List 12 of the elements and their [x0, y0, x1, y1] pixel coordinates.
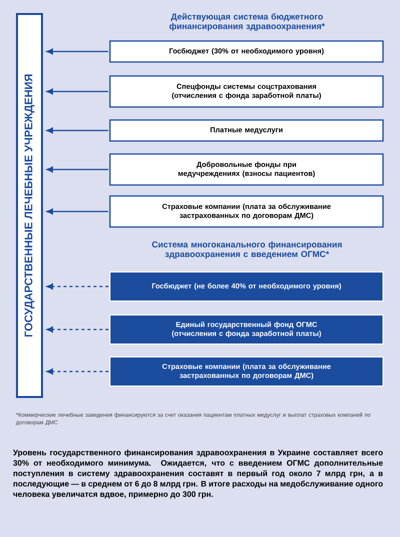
- vertical-label-box: ГОСУДАРСТВЕННЫЕ ЛЕЧЕБНЫЕ УЧРЕЖДЕНИЯ: [16, 13, 43, 398]
- paragraph: Уровень государственного финансирования здравоохранения в Украине составляет всего 30% от необходимого минимума. Ожидается, что с введением ОГМС дополнительные поступления в систему здравоохранения составят в первый год около 7 млрд грн, а в последующие — в среднем от 6 до 8 млрд грн. В итоге расходы на медобслуживание одного человека увеличатся вдвое, примерно до 300 грн.: [13, 449, 383, 499]
- section-heading: Действующая система бюджетного финансирования здравоохранения*: [169, 13, 325, 31]
- arrow: [46, 368, 108, 374]
- section-heading: Система многоканального финансирования здравоохранения с введением ОГМС*: [152, 241, 342, 259]
- arrow: [46, 88, 108, 94]
- arrow: [46, 166, 108, 172]
- arrow: [46, 48, 108, 54]
- arrow: [46, 128, 108, 134]
- arrow: [46, 326, 108, 332]
- arrow: [46, 284, 108, 290]
- arrow: [46, 208, 108, 214]
